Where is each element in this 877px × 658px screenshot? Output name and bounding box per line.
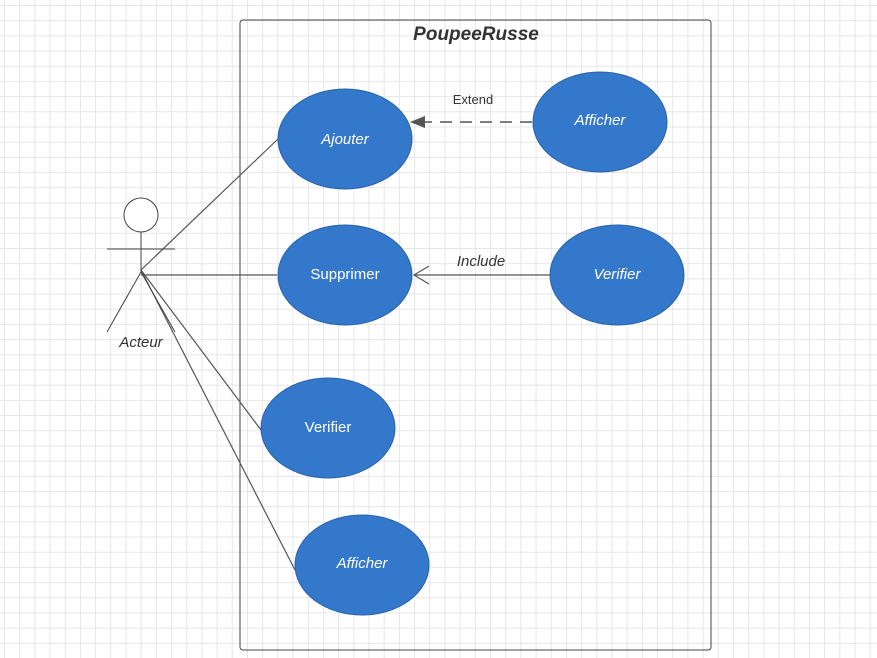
include-label: Include xyxy=(457,253,505,270)
use-case-supprimer[interactable]: Supprimer xyxy=(277,224,413,326)
association-verifier[interactable] xyxy=(140,269,262,431)
use-case-ajouter-label: Ajouter xyxy=(320,131,370,148)
extend-arrowhead-icon xyxy=(410,116,425,128)
use-case-afficher-label: Afficher xyxy=(336,555,389,572)
use-case-ajouter[interactable]: Ajouter xyxy=(277,88,413,190)
association-ajouter[interactable] xyxy=(140,137,280,271)
use-case-supprimer-label: Supprimer xyxy=(310,266,379,283)
use-case-afficher-extension[interactable]: Afficher xyxy=(532,71,668,173)
include-arrowhead-icon xyxy=(412,265,430,285)
association-afficher[interactable] xyxy=(140,269,296,571)
use-case-afficher[interactable]: Afficher xyxy=(294,514,430,616)
use-case-verifier[interactable]: Verifier xyxy=(260,377,396,479)
use-case-afficher-extension-label: Afficher xyxy=(574,112,627,129)
use-case-verifier-included-label: Verifier xyxy=(594,266,642,283)
use-case-verifier-label: Verifier xyxy=(305,419,352,436)
actor-associations xyxy=(140,137,296,571)
actor-right-leg xyxy=(140,271,176,333)
system-title: PoupeeRusse xyxy=(413,24,539,45)
use-case-verifier-included[interactable]: Verifier xyxy=(549,224,685,326)
system-boundary[interactable] xyxy=(239,19,712,651)
actor-left-leg xyxy=(106,271,142,333)
extend-label: Extend xyxy=(453,92,493,107)
extend-relation[interactable]: Extend xyxy=(410,92,532,128)
include-relation[interactable]: Include xyxy=(412,253,550,285)
actor-head xyxy=(123,197,159,233)
actor[interactable] xyxy=(106,197,176,333)
actor-label: Acteur xyxy=(118,334,163,351)
